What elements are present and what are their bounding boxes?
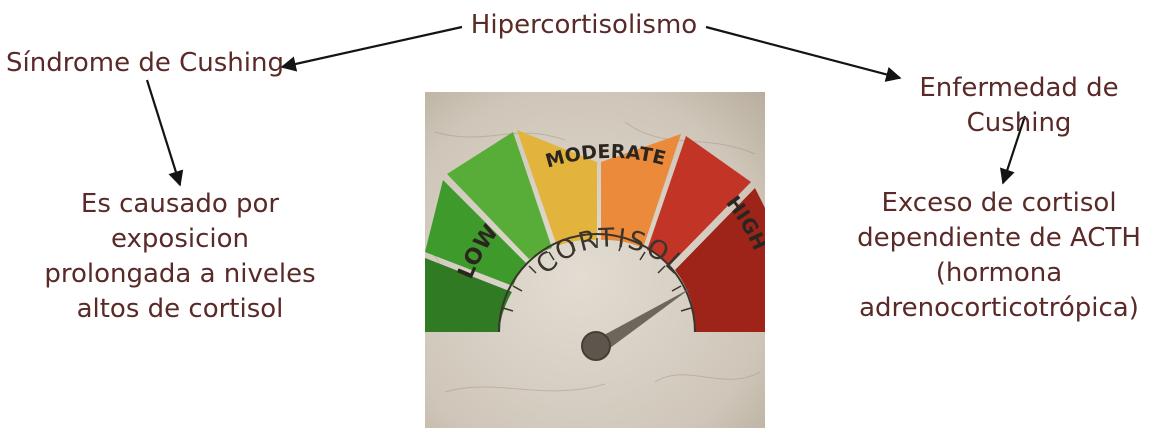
description-line: Exceso de cortisol — [852, 186, 1146, 221]
description-line: adrenocorticotrópica) — [852, 291, 1146, 326]
arrow-to-sindrome-description — [147, 80, 180, 185]
arrow-to-sindrome — [282, 27, 462, 67]
description-line: Es causado por — [30, 187, 330, 222]
node-enfermedad-description: Exceso de cortisol dependiente de ACTH (… — [852, 186, 1146, 326]
node-sindrome-de-cushing: Síndrome de Cushing — [4, 46, 286, 81]
gauge-needle-hub — [582, 332, 610, 360]
description-line: exposicion — [30, 222, 330, 257]
description-line: altos de cortisol — [30, 292, 330, 327]
description-line: (hormona — [852, 256, 1146, 291]
arrow-to-enfermedad — [706, 27, 900, 78]
description-line: dependiente de ACTH — [852, 221, 1146, 256]
node-enfermedad-de-cushing: Enfermedad de Cushing — [905, 71, 1133, 141]
node-sindrome-description: Es causado por exposicion prolongada a n… — [30, 187, 330, 327]
title-line: Enfermedad de — [905, 71, 1133, 106]
node-hipercortisolismo: Hipercortisolismo — [462, 8, 706, 43]
title-line: Cushing — [905, 106, 1133, 141]
cortisol-gauge-image: LOW MODERATE HIGH CORTISOL — [425, 92, 765, 428]
description-line: prolongada a niveles — [30, 257, 330, 292]
